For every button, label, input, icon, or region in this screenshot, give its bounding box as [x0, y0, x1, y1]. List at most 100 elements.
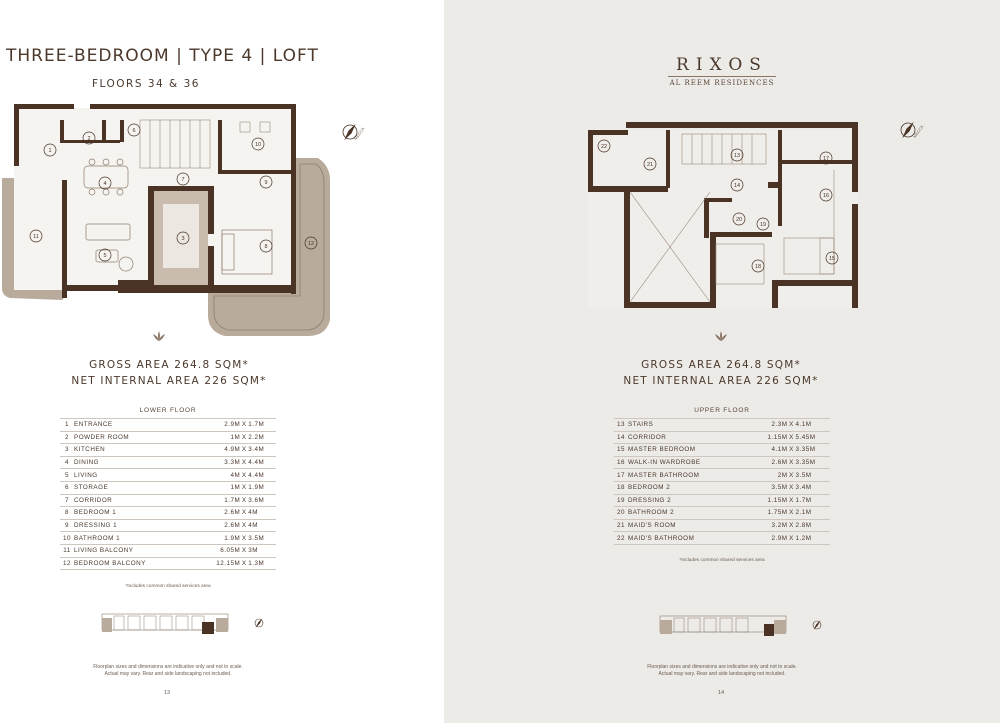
- room-dimension-width: 2.6M: [198, 506, 241, 520]
- room-name: MAID'S BATHROOM: [628, 531, 754, 545]
- room-dimension-length: 4.4M: [248, 456, 276, 470]
- dimension-separator: X: [240, 481, 249, 495]
- room-dimension-length: 3.5M: [248, 531, 276, 545]
- room-dimension-width: 2.9M: [753, 531, 788, 545]
- room-name: MASTER BEDROOM: [628, 443, 754, 457]
- svg-text:2: 2: [87, 136, 90, 142]
- svg-text:17: 17: [823, 156, 829, 162]
- svg-text:4: 4: [103, 181, 106, 187]
- room-number: 16: [614, 456, 628, 470]
- room-name: CORRIDOR: [74, 494, 199, 508]
- room-number: 3: [60, 443, 74, 457]
- dimension-separator: X: [787, 431, 796, 445]
- dimension-separator: X: [240, 418, 249, 432]
- room-dimension-width: 2.6M: [753, 456, 788, 470]
- room-name: ENTRANCE: [74, 418, 199, 432]
- disclaimer: Floorplan sizes and dimensions are indic…: [93, 664, 243, 677]
- rixos-logo: RIXOS AL REEM RESIDENCES: [662, 55, 782, 87]
- room-name: LIVING BALCONY: [74, 544, 199, 558]
- room-dimension-length: 1.9M: [248, 481, 276, 495]
- footnote: *Includes common shared services area: [679, 558, 765, 563]
- room-name: BEDROOM 1: [74, 506, 199, 520]
- room-name: STAIRS: [628, 418, 754, 432]
- room-number: 11: [60, 544, 74, 558]
- net-area: NET INTERNAL AREA 226 SQM*: [623, 375, 819, 387]
- room-dimension-width: 2.6M: [198, 519, 241, 533]
- dimension-separator: X: [240, 544, 249, 558]
- room-dimension-length: 4M: [248, 519, 276, 533]
- room-dimension-width: 1.7M: [198, 494, 241, 508]
- room-dimension-width: 3.5M: [753, 481, 788, 495]
- room-name: DRESSING 2: [628, 494, 754, 508]
- dimension-separator: X: [787, 494, 796, 508]
- room-dimension-width: 2M: [753, 468, 788, 482]
- compass-icon: [900, 121, 916, 139]
- svg-text:19: 19: [760, 222, 766, 228]
- svg-text:5: 5: [103, 253, 106, 259]
- room-dimension-width: 1.75M: [753, 506, 788, 520]
- svg-text:20: 20: [736, 217, 742, 223]
- dimension-separator: X: [787, 531, 796, 545]
- svg-text:13: 13: [734, 153, 740, 159]
- dimension-separator: X: [240, 443, 249, 457]
- room-dimension-length: 3.4M: [248, 443, 276, 457]
- compass-small-icon: [254, 618, 264, 628]
- room-name: DRESSING 1: [74, 519, 199, 533]
- room-dimension-length: 4M: [248, 506, 276, 520]
- gross-area: GROSS AREA 264.8 SQM*: [89, 359, 249, 371]
- room-dimension-length: 3M: [248, 544, 276, 558]
- building-key-plan: [659, 615, 787, 636]
- room-number: 1: [60, 418, 74, 432]
- room-name: BATHROOM 1: [74, 531, 199, 545]
- room-dimension-length: 5.45M: [795, 431, 830, 445]
- room-name: BATHROOM 2: [628, 506, 754, 520]
- room-name: DINING: [74, 456, 199, 470]
- room-dimension-length: 3.35M: [795, 443, 830, 457]
- room-number: 22: [614, 531, 628, 545]
- svg-text:21: 21: [647, 162, 653, 168]
- dimension-separator: X: [787, 506, 796, 520]
- room-number: 21: [614, 519, 628, 533]
- room-number: 19: [614, 494, 628, 508]
- room-dimension-width: 4.1M: [753, 443, 788, 457]
- svg-text:9: 9: [264, 180, 267, 186]
- room-dimension-length: 3.6M: [248, 494, 276, 508]
- dimension-separator: X: [240, 557, 249, 571]
- right-page: RIXOS AL REEM RESIDENCES: [444, 0, 1000, 723]
- room-dimension-length: 4.1M: [795, 418, 830, 432]
- svg-text:6: 6: [132, 128, 135, 134]
- room-dimension-width: 2.3M: [753, 418, 788, 432]
- room-number: 13: [614, 418, 628, 432]
- room-name: LIVING: [74, 468, 199, 482]
- svg-text:15: 15: [829, 256, 835, 262]
- room-dimension-width: 6.05M: [198, 544, 241, 558]
- logo-subtitle: AL REEM RESIDENCES: [669, 79, 775, 87]
- room-dimension-length: 1.3M: [248, 557, 276, 571]
- room-number: 15: [614, 443, 628, 457]
- table-title: UPPER FLOOR: [694, 407, 750, 414]
- dimension-separator: X: [787, 418, 796, 432]
- svg-text:16: 16: [823, 193, 829, 199]
- disclaimer: Floorplan sizes and dimensions are indic…: [647, 664, 797, 677]
- room-dimension-width: 4.9M: [198, 443, 241, 457]
- room-dimension-length: 3.4M: [795, 481, 830, 495]
- area-summary: GROSS AREA 264.8 SQM* NET INTERNAL AREA …: [596, 357, 846, 389]
- svg-text:22: 22: [601, 144, 607, 150]
- floors-subtitle: FLOORS 34 & 36: [92, 78, 200, 90]
- svg-text:7: 7: [181, 177, 184, 183]
